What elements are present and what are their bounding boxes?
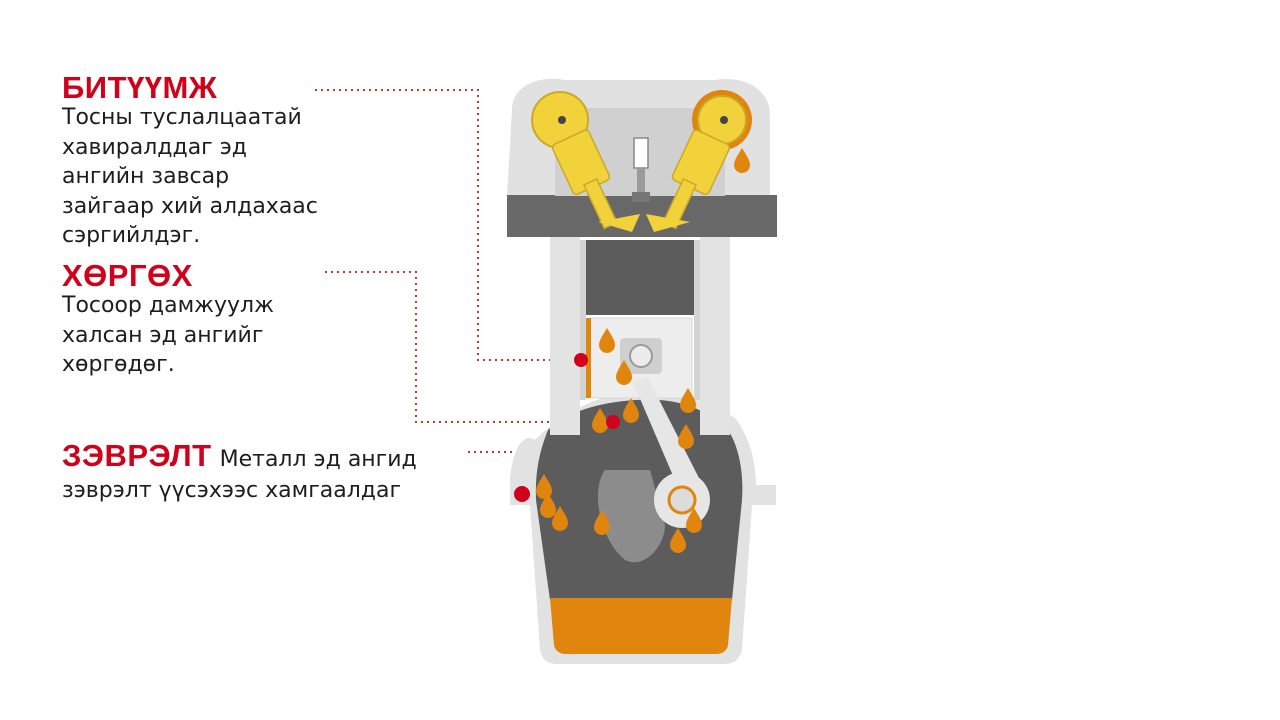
piston-oil-film (586, 318, 591, 398)
cooling-title: ХӨРГӨХ (62, 258, 193, 293)
red-dot-icon (574, 353, 588, 367)
crank-counterweight (597, 470, 665, 563)
piston-pin (629, 344, 653, 368)
exhaust-valve (646, 129, 731, 232)
connecting-rod (632, 378, 700, 492)
corrosion-callout: ЗЭВРЭЛТ Металл эд ангид зэврэлт үүсэхээс … (62, 440, 417, 506)
corrosion-description-line2: зэврэлт үүсэхээс хамгаалдаг (62, 478, 402, 503)
corrosion-description-line1: Металл эд ангид (219, 447, 417, 472)
cylinder-bore-right (694, 240, 700, 400)
cylinder-wall-right (700, 235, 730, 435)
sealing-description: Тосны туслалцаатай хавиралддаг эд ангийн… (62, 105, 318, 248)
corrosion-title: ЗЭВРЭЛТ (62, 438, 212, 473)
intake-valve (551, 129, 640, 232)
oil-sump (550, 598, 732, 654)
sealing-title: БИТҮҮМЖ (62, 70, 218, 105)
cylinder-wall-left (550, 235, 580, 435)
red-dot-icon (606, 415, 620, 429)
cylinder-bore (580, 240, 586, 400)
crank-bearing (667, 485, 697, 515)
red-dot-icon (514, 486, 530, 502)
cooling-description: Тосоор дамжуулж халсан эд ангийг хөргөдө… (62, 293, 274, 377)
spark-plug-icon (632, 137, 650, 202)
combustion-chamber (586, 240, 694, 315)
